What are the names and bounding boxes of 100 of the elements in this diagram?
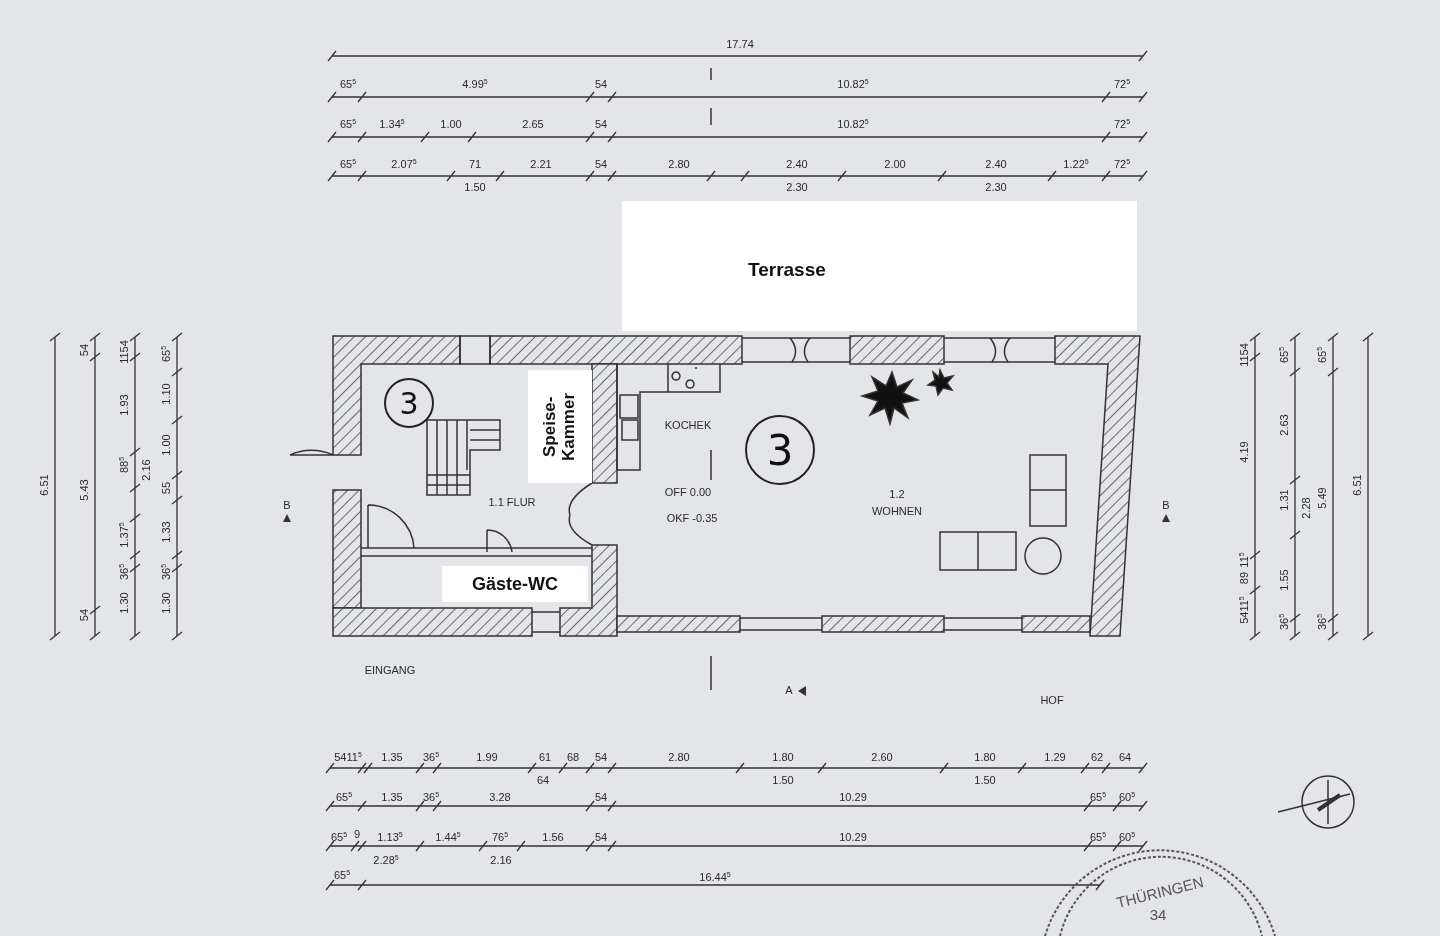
dimension-text: 2.16 <box>490 854 512 866</box>
dimension-text: 1.35 <box>381 751 403 763</box>
dimension-text: 54 <box>78 608 90 622</box>
dimension-text: 5.49 <box>1316 487 1328 509</box>
dimension-text: 2.28$^{5}$ <box>373 853 399 867</box>
dimension-text: 65$^{5}$ <box>339 117 357 131</box>
dimension-text: 2.65 <box>522 118 544 130</box>
dimension-text: 1.44$^{5}$ <box>435 830 461 844</box>
dimension-text: 64 <box>1118 751 1132 763</box>
pantry-label-box: Speise- Kammer <box>528 370 592 483</box>
dimension-text: 62 <box>1090 751 1104 763</box>
dimension-text: 2.00 <box>884 158 906 170</box>
room-label: 1.2 WOHNEN <box>870 486 924 518</box>
dimension-text: 1.30 <box>160 592 172 614</box>
dimension-text: 72$^{5}$ <box>1113 117 1131 131</box>
level-note: OKF -0.35 <box>666 512 718 524</box>
dimension-text: 6.51 <box>1351 474 1363 496</box>
dimension-text: 10.29 <box>839 791 867 803</box>
dimension-text: 65$^{5}$ <box>330 830 348 844</box>
room-number-circle: 3 <box>384 378 434 428</box>
dimension-text: 1.30 <box>118 592 130 614</box>
dimension-text: 65$^{5}$ <box>335 790 353 804</box>
dimension-text: 2.30 <box>786 181 808 193</box>
dimension-text: 72$^{5}$ <box>1113 157 1131 171</box>
dimension-text: 6.51 <box>38 474 50 496</box>
stamp-text: 34 <box>1149 906 1167 922</box>
room-label-box: Gäste-WC <box>442 566 588 602</box>
dimension-text: 54 <box>78 343 90 357</box>
dimension-text: 64 <box>536 774 550 786</box>
dimension-text: 2.63 <box>1278 414 1290 436</box>
dimension-text: 55 <box>160 481 172 495</box>
dimension-text: 1.50 <box>974 774 996 786</box>
dimension-text: 2.16 <box>140 459 152 481</box>
dimension-text: 54 <box>594 791 608 803</box>
dimension-text: 1.50 <box>772 774 794 786</box>
dimension-text: 1.50 <box>464 181 486 193</box>
dimension-text: 2.28 <box>1300 497 1312 519</box>
section-letter: B <box>1162 499 1170 511</box>
dimension-text: 36$^{5}$ <box>422 750 440 764</box>
dimension-text: 1.31 <box>1278 489 1290 511</box>
dimension-text: 54 <box>594 831 608 843</box>
dimension-text: 2.07$^{5}$ <box>391 157 417 171</box>
dimension-text: 1154 <box>118 340 130 364</box>
dimension-text: 36$^{5}$ <box>422 790 440 804</box>
dimension-text: 4.99$^{5}$ <box>462 77 488 91</box>
kitchen-label: KOCHEK <box>664 419 712 431</box>
room-number-circle: 3 <box>745 415 815 485</box>
dimension-text: 76$^{5}$ <box>491 830 509 844</box>
dimension-text: 1.99 <box>476 751 498 763</box>
dimension-text: 68 <box>566 751 580 763</box>
dimension-text: 1.34$^{5}$ <box>379 117 405 131</box>
dimension-text: 2.80 <box>668 158 690 170</box>
dimension-text: 65$^{5}$ <box>1089 790 1107 804</box>
dimension-text: 16.44$^{5}$ <box>699 870 731 884</box>
dimension-text: 10.29 <box>839 831 867 843</box>
section-letter: B <box>283 499 291 511</box>
terrace-label-box: Terrasse <box>622 201 1137 331</box>
dimension-text: 54 <box>594 118 608 130</box>
dimension-text: 1.29 <box>1044 751 1066 763</box>
level-note: OFF 0.00 <box>664 486 712 498</box>
dimension-text: 65$^{5}$ <box>1089 830 1107 844</box>
dimension-text: 1.93 <box>118 394 130 416</box>
dimension-text: 1.33 <box>160 521 172 543</box>
dimension-text: 1.56 <box>542 831 564 843</box>
dimension-text: 10.82$^{5}$ <box>837 117 869 131</box>
room-label: 1.1 FLUR <box>487 494 537 510</box>
dimension-text: 61 <box>538 751 552 763</box>
dimension-text: 1.35 <box>381 791 403 803</box>
dimension-text: 2.40 <box>786 158 808 170</box>
dimension-text: 54 <box>594 78 608 90</box>
dimension-text: 65$^{5}$ <box>339 157 357 171</box>
dimension-text: 1.00 <box>440 118 462 130</box>
dimension-text: 1.80 <box>772 751 794 763</box>
dimension-text: 3.28 <box>489 791 511 803</box>
dimension-text: 71 <box>468 158 482 170</box>
dimension-text: 2.40 <box>985 158 1007 170</box>
dimension-text: 60$^{5}$ <box>1118 830 1136 844</box>
dimension-text: 17.74 <box>726 38 754 50</box>
area-label: EINGANG <box>364 664 416 676</box>
dimension-text: 2.21 <box>530 158 552 170</box>
dimension-text: 60$^{5}$ <box>1118 790 1136 804</box>
dimension-text: 1.22$^{5}$ <box>1063 157 1089 171</box>
dimension-text: 9 <box>353 828 361 840</box>
section-letter: A <box>785 684 793 696</box>
dimension-text: 5.43 <box>78 479 90 501</box>
dimension-text: 4.19 <box>1238 441 1250 463</box>
dimension-text: 5411$^{5}$ <box>334 750 362 764</box>
dimension-text: 1.55 <box>1278 569 1290 591</box>
dimension-text: 2.30 <box>985 181 1007 193</box>
dimension-text: 65$^{5}$ <box>333 868 351 882</box>
dimension-text: 10.82$^{5}$ <box>837 77 869 91</box>
dimension-text: 1.00 <box>160 434 172 456</box>
dimension-text: 89 <box>1238 571 1250 585</box>
dimension-text: 65$^{5}$ <box>339 77 357 91</box>
dimension-text: 2.60 <box>871 751 893 763</box>
area-label: HOF <box>1040 694 1064 706</box>
dimension-text: 54 <box>594 158 608 170</box>
dimension-text: 1.10 <box>160 383 172 405</box>
dimension-text: 1154 <box>1238 343 1250 367</box>
dimension-text: 72$^{5}$ <box>1113 77 1131 91</box>
